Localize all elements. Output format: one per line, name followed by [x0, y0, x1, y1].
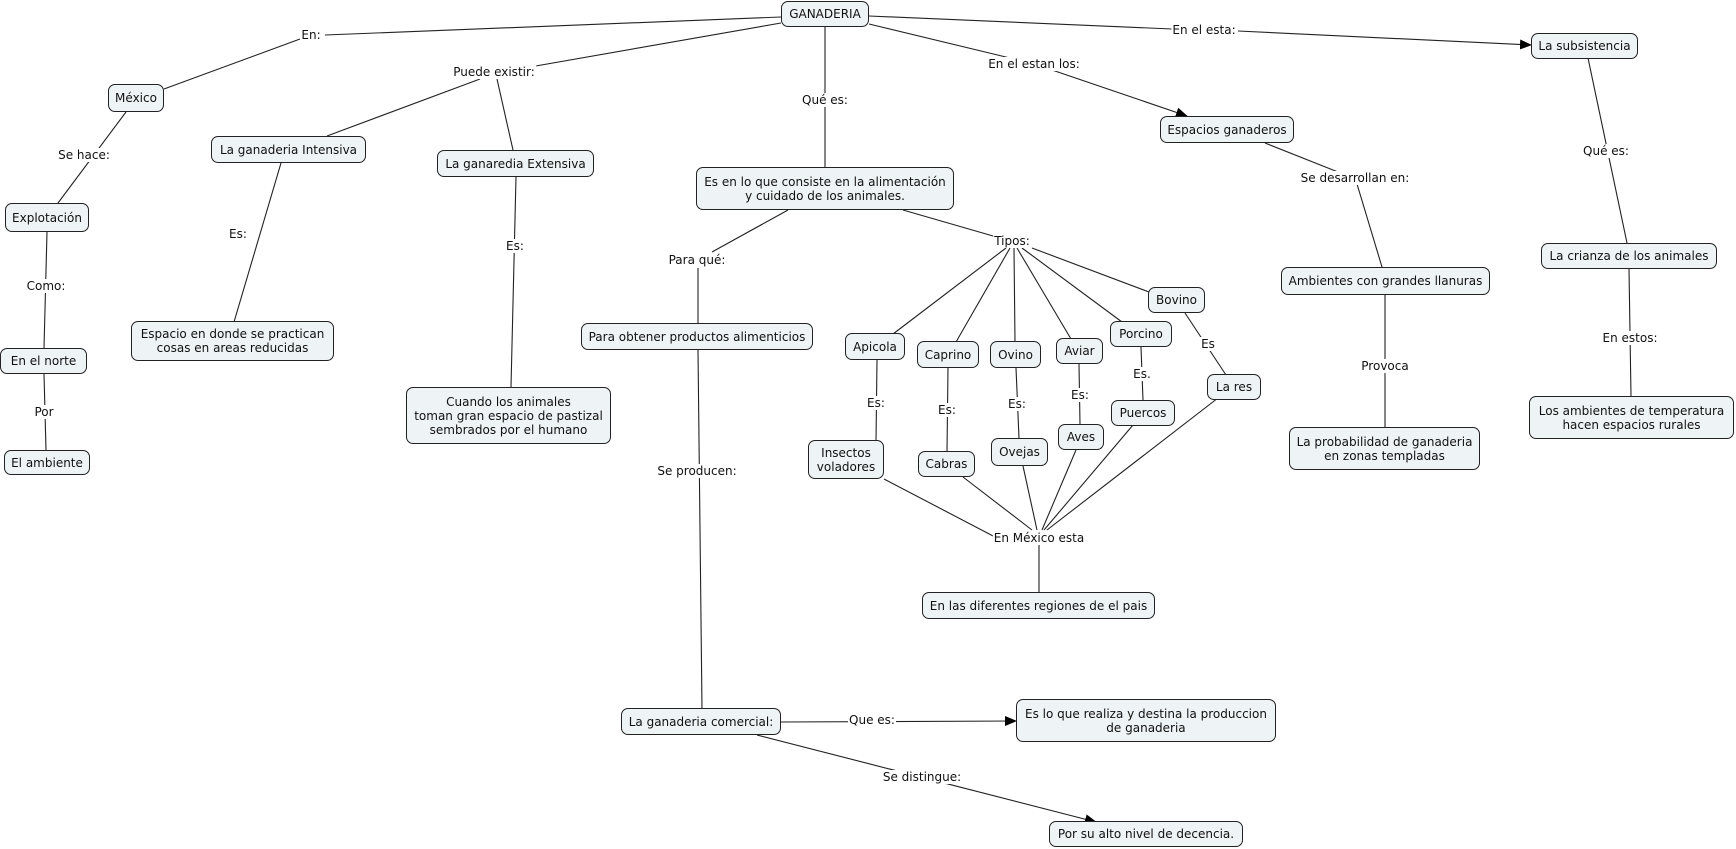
concept-cabras[interactable]: Cabras: [918, 451, 975, 477]
link-line: [510, 176, 517, 388]
concept-explotacion[interactable]: Explotación: [5, 203, 89, 232]
link-label-es-caprino: Es:: [937, 403, 957, 417]
link-label-es-porcino: Es.: [1132, 367, 1152, 381]
concept-extensiva[interactable]: La ganaredia Extensiva: [437, 150, 594, 177]
link-label-que-es-subsistencia: Qué es:: [1582, 144, 1630, 158]
link-line: [883, 478, 996, 538]
link-label-en-estos: En estos:: [1601, 331, 1659, 345]
concept-llanuras[interactable]: Ambientes con grandes llanuras: [1281, 267, 1490, 295]
link-label-puede-existir: Puede existir:: [452, 65, 536, 79]
concept-crianza[interactable]: La crianza de los animales: [1541, 243, 1717, 269]
link-label-es-intensiva: Es:: [228, 227, 248, 241]
link-label-en: En:: [300, 28, 322, 42]
link-line: [780, 716, 1017, 727]
concept-definicion[interactable]: Es en lo que consiste en la alimentación…: [696, 167, 954, 210]
link-line: [1031, 247, 1150, 293]
link-line: [233, 162, 282, 323]
link-label-es-extensiva: Es:: [505, 239, 525, 253]
link-line: [1043, 424, 1134, 531]
concept-regiones[interactable]: En las diferentes regiones de el pais: [922, 592, 1155, 619]
link-line: [1046, 397, 1219, 531]
link-line: [496, 78, 514, 151]
link-line: [711, 209, 789, 253]
concept-ganaderia[interactable]: GANADERIA: [781, 1, 869, 27]
concept-espacio-reducido[interactable]: Espacio en donde se practican cosas en a…: [131, 321, 334, 361]
concept-en-el-norte[interactable]: En el norte: [0, 348, 87, 374]
concept-aves[interactable]: Aves: [1058, 424, 1104, 450]
concept-caprino[interactable]: Caprino: [917, 341, 979, 368]
link-label-tipos: Tipos:: [993, 234, 1031, 248]
link-line: [1237, 30, 1532, 50]
concept-la-res[interactable]: La res: [1207, 374, 1261, 400]
link-line: [962, 476, 1033, 531]
concept-espacios[interactable]: Espacios ganaderos: [1160, 116, 1294, 143]
link-line: [1022, 465, 1038, 531]
link-label-que-es: Qué es:: [801, 93, 849, 107]
link-line: [163, 38, 301, 90]
link-label-en-el-estan-los: En el estan los:: [987, 57, 1081, 71]
concept-ovino[interactable]: Ovino: [990, 341, 1041, 368]
link-line: [529, 22, 782, 68]
concept-el-ambiente[interactable]: El ambiente: [4, 450, 90, 475]
link-line: [697, 349, 703, 710]
concept-decencia[interactable]: Por su alto nivel de decencia.: [1049, 821, 1243, 847]
link-label-por: Por: [33, 405, 55, 419]
link-line: [324, 16, 782, 36]
link-label-provoca: Provoca: [1360, 359, 1410, 373]
link-label-para-que: Para qué:: [667, 253, 727, 267]
link-label-es-apicola: Es:: [866, 396, 886, 410]
concept-porcino[interactable]: Porcino: [1110, 321, 1172, 347]
concept-productos[interactable]: Para obtener productos alimenticios: [581, 323, 813, 350]
link-label-se-producen: Se producen:: [656, 464, 738, 478]
concept-aviar[interactable]: Aviar: [1056, 338, 1103, 364]
concept-cuando-animales[interactable]: Cuando los animales toman gran espacio d…: [406, 387, 611, 444]
link-line: [1013, 247, 1016, 343]
link-line: [1356, 183, 1383, 268]
link-line: [892, 247, 1007, 335]
concept-probabilidad[interactable]: La probabilidad de ganaderia en zonas te…: [1289, 427, 1480, 470]
concept-mexico[interactable]: México: [108, 84, 164, 112]
link-line: [868, 23, 1011, 59]
link-label-como: Como:: [25, 279, 67, 293]
link-label-se-distingue: Se distingue:: [881, 770, 963, 784]
concept-apicola[interactable]: Apicola: [845, 333, 905, 360]
link-line: [1041, 449, 1077, 531]
link-line: [1264, 142, 1339, 173]
link-label-en-mexico-esta: En México esta: [992, 531, 1086, 545]
concept-ambientes-temperatura[interactable]: Los ambientes de temperatura hacen espac…: [1529, 396, 1734, 439]
link-label-es-ovino: Es:: [1007, 397, 1027, 411]
concept-subsistencia[interactable]: La subsistencia: [1531, 33, 1638, 59]
link-label-se-hace: Se hace:: [57, 148, 111, 162]
link-label-es-aviar: Es:: [1070, 388, 1090, 402]
concept-insectos[interactable]: Insectos voladores: [808, 440, 884, 479]
link-line: [902, 209, 1001, 239]
link-label-que-es-comercial: Que es:: [848, 713, 896, 727]
link-line: [326, 78, 481, 137]
concept-puercos[interactable]: Puercos: [1111, 400, 1175, 426]
link-line: [1051, 69, 1188, 118]
link-line: [868, 15, 1173, 30]
concept-bovino[interactable]: Bovino: [1148, 287, 1205, 313]
link-line: [1021, 247, 1123, 323]
concept-comercial[interactable]: La ganaderia comercial:: [621, 708, 781, 735]
link-line: [955, 247, 1011, 343]
concept-ovejas[interactable]: Ovejas: [991, 438, 1048, 466]
link-label-es-bovino: Es: [1200, 337, 1216, 351]
link-label-en-el-esta: En el esta:: [1171, 23, 1237, 37]
link-line: [1016, 247, 1072, 340]
concept-realiza[interactable]: Es lo que realiza y destina la produccio…: [1016, 699, 1276, 742]
link-label-se-desarrollan: Se desarrollan en:: [1299, 171, 1411, 185]
concept-intensiva[interactable]: La ganaderia Intensiva: [211, 136, 366, 163]
